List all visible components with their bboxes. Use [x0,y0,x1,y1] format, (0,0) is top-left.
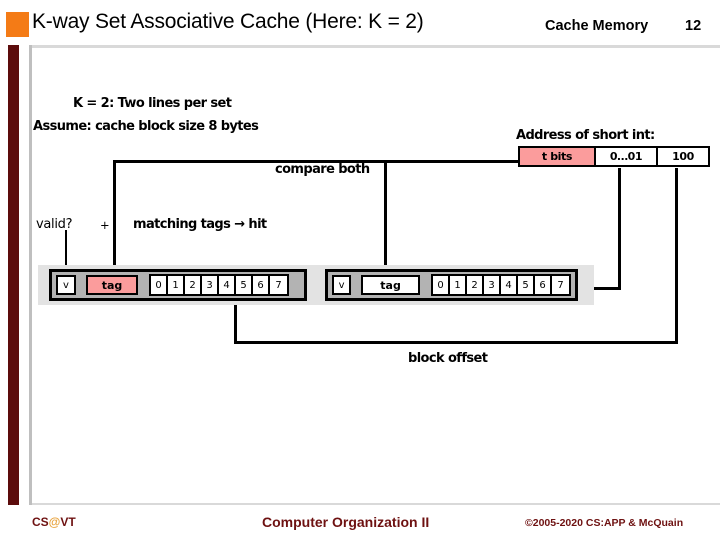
data-byte: 6 [535,276,552,294]
data-byte: 2 [467,276,484,294]
address-cell-tag-bits: t bits [520,148,596,165]
valid-bit-0: v [56,275,76,295]
valid-bit-1: v [332,275,352,295]
footer-org-at: @ [48,515,61,529]
address-caption: Address of short int: [516,128,655,143]
data-byte: 2 [185,276,202,294]
block-offset-bracket-right [675,168,678,344]
orange-accent-square [6,12,29,37]
tag-field-0: tag [86,275,138,295]
note-plus-operator: + [100,218,110,232]
footer-course-name: Computer Organization II [262,514,430,530]
page-title: K-way Set Associative Cache (Here: K = 2… [32,10,424,33]
block-offset-bracket-left [234,290,237,344]
data-block-1: 0 1 2 3 4 5 6 7 [431,274,571,296]
data-byte: 5 [236,276,253,294]
note-k-lines-per-set: K = 2: Two lines per set [73,96,232,111]
address-breakdown: t bits 0…01 100 [518,146,710,167]
data-byte: 6 [253,276,270,294]
data-byte: 0 [151,276,168,294]
data-byte: 1 [450,276,467,294]
deck-name: Cache Memory [545,18,649,34]
valid-pointer-line [65,230,67,270]
data-block-0: 0 1 2 3 4 5 6 7 [149,274,289,296]
set-index-connector-horizontal [591,287,621,290]
note-block-size: Assume: cache block size 8 bytes [33,119,259,134]
compare-bracket-left [113,160,116,269]
note-block-offset: block offset [408,351,488,366]
tag-field-1: tag [361,275,420,295]
data-byte: 4 [219,276,236,294]
data-byte: 4 [501,276,518,294]
maroon-sidebar-accent [8,45,19,505]
data-byte: 7 [552,276,569,294]
tag-bits-connector [387,160,519,163]
data-byte: 7 [270,276,287,294]
compare-bracket-right [384,160,387,269]
footer-org-prefix: CS [32,515,49,529]
gray-sidebar-rule [29,45,32,505]
footer-copyright: ©2005-2020 CS:APP & McQuain [525,517,684,529]
compare-bracket-top [113,160,387,163]
data-byte: 3 [484,276,501,294]
note-matching-tags: matching tags → hit [133,217,267,232]
footer-divider [32,503,720,505]
cache-line-1[interactable]: v tag 0 1 2 3 4 5 6 7 [325,269,578,301]
footer-organization: CS@VT [32,515,76,529]
data-byte: 5 [518,276,535,294]
address-cell-set-index: 0…01 [596,148,658,165]
note-compare-both: compare both [275,162,370,177]
set-index-connector-vertical [618,168,621,290]
slide-number: 12 [685,18,702,34]
data-byte: 0 [433,276,450,294]
header-divider [32,45,720,48]
note-valid: valid? [36,217,73,232]
cache-line-0[interactable]: v tag 0 1 2 3 4 5 6 7 [49,269,307,301]
footer-org-suffix: VT [60,515,76,529]
address-cell-block-offset: 100 [658,148,708,165]
data-byte: 1 [168,276,185,294]
data-byte: 3 [202,276,219,294]
block-offset-bracket-bottom [234,341,678,344]
